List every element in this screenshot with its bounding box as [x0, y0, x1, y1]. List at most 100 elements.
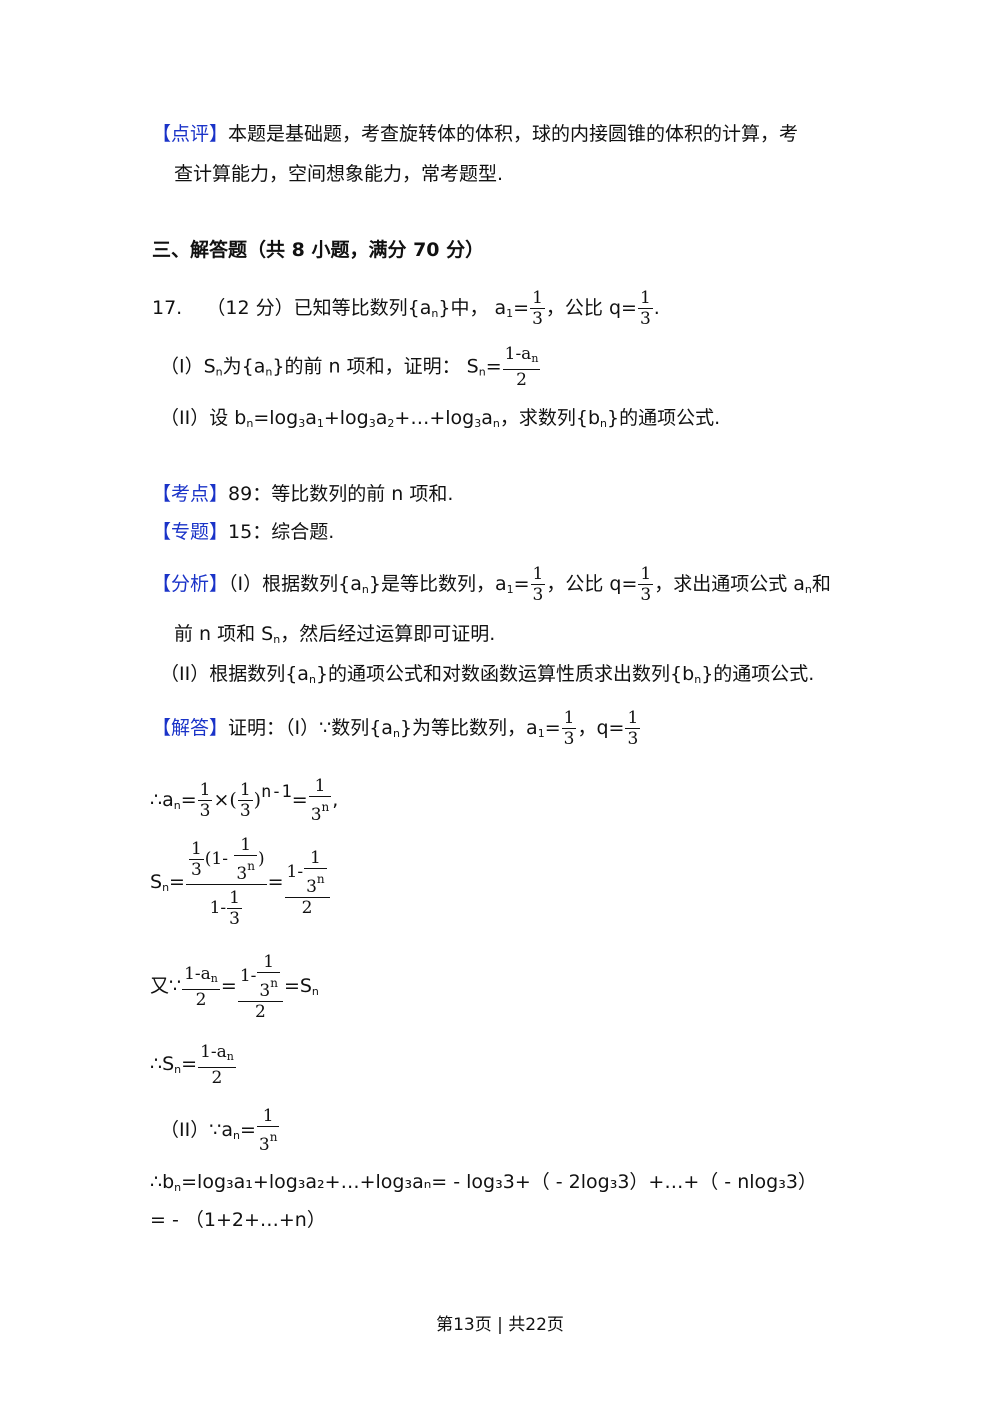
sup-n: n	[270, 975, 278, 990]
eq-sign: =	[291, 789, 308, 811]
kaodian-line: 【考点】89：等比数列的前 n 项和.	[152, 482, 453, 506]
s-symbol: S	[466, 355, 479, 378]
frac-num: 1	[240, 834, 252, 855]
sub-n: n	[162, 881, 170, 894]
paren-right: )	[257, 848, 265, 869]
seq-close: }	[607, 407, 620, 429]
seq-close: }	[368, 573, 381, 595]
therefore-sign: ∴	[150, 1171, 163, 1193]
jieda-text-b: 为等比数列，	[412, 717, 527, 739]
frac-den: 3n	[257, 971, 280, 1001]
problem-score: （12 分）	[206, 297, 294, 319]
problem-stem-mid: 中，	[450, 297, 489, 319]
frac-num: 1	[309, 847, 321, 868]
base-3: 3	[258, 1135, 270, 1155]
seq-close: }	[272, 355, 285, 378]
sub-1: 1	[537, 727, 545, 740]
frac-num: 1	[239, 780, 251, 800]
review-line-1: 【点评】本题是基础题，考查旋转体的体积，球的内接圆锥的体积的计算，考	[152, 122, 798, 146]
sup-n: n	[247, 858, 255, 873]
frac-den: 3n	[308, 796, 332, 825]
fenxi-text-3b: 的通项公式和对数函数运算性质求出数列	[328, 663, 671, 685]
sub-2: 2	[387, 417, 395, 430]
sub-1: 1	[316, 417, 324, 430]
fenxi-text-2: 前 n 项和 S	[174, 623, 274, 645]
seq-a-open: {a	[407, 297, 432, 319]
fenxi-text-b: 是等比数列，	[380, 573, 495, 595]
review-line-2: 查计算能力，空间想象能力，常考题型.	[174, 162, 503, 186]
eq-sign: =	[239, 1119, 256, 1141]
sub-n: n	[600, 417, 608, 430]
review-text-2: 查计算能力，空间想象能力，常考题型.	[174, 163, 504, 185]
part1-label: （I）	[160, 355, 204, 378]
section-title: 三、解答题（共 8 小题，满分 70 分）	[152, 239, 485, 261]
frac-den: 2	[198, 1066, 236, 1088]
seq-a-open: {a	[241, 355, 266, 378]
sub-3: 3	[298, 417, 306, 430]
sup-n: n	[269, 1130, 278, 1144]
part2-proof-label: （II）	[160, 1119, 210, 1141]
a1-symbol: a	[494, 573, 507, 595]
s-symbol: S	[299, 975, 312, 997]
frac-den: 3	[637, 308, 653, 329]
fenxi-text-a: （I）根据数列	[228, 573, 339, 595]
seq-a-open: {a	[285, 663, 309, 685]
frac-den: 3n	[234, 854, 257, 884]
review-tag: 【点评】	[152, 123, 229, 145]
frac-num: 1	[263, 951, 275, 972]
s-symbol: S	[150, 871, 163, 893]
sub-1: 1	[506, 583, 514, 596]
times-sign: ×	[213, 789, 230, 811]
frac-den: 2	[284, 896, 330, 918]
frac-num: 1	[563, 708, 575, 728]
jieda-text-c: ，q=	[577, 717, 625, 739]
frac-den: 2	[182, 988, 220, 1010]
sub-n: n	[226, 1049, 234, 1063]
eq-sign: =	[513, 573, 530, 595]
paren-left: (	[229, 789, 237, 811]
fenxi-line-2: 前 n 项和 Sn，然后经过运算即可证明.	[174, 622, 495, 652]
eq-sign: =	[169, 871, 185, 893]
eq-sign: =	[544, 717, 561, 739]
frac-den: 3	[197, 800, 213, 821]
sup-n: n	[316, 871, 325, 886]
s-symbol: S	[162, 1053, 175, 1075]
part2-text-a: 设 b	[209, 407, 247, 429]
fenxi-text-2b: ，然后经过运算即可证明.	[280, 623, 496, 645]
sub-n: n	[308, 673, 316, 686]
seq-close: }	[438, 297, 451, 319]
sub-n: n	[265, 365, 273, 379]
fenxi-text-d: ，求出通项公式 a	[654, 573, 805, 595]
sub-n: n	[804, 583, 812, 596]
frac-den: 2	[237, 1000, 283, 1022]
eq-sign: =	[513, 297, 530, 319]
part2-text-d: 的通项公式.	[619, 407, 721, 429]
sub-n: n	[431, 307, 439, 320]
fenxi-text-c: ，公比 q=	[546, 573, 638, 595]
eq-sign: =	[267, 871, 284, 893]
frac-den: 3n	[304, 867, 327, 897]
eq-sign: =	[180, 789, 197, 811]
sup-n: n	[321, 800, 330, 814]
fenxi-line-3: （II）根据数列{an}的通项公式和对数函数运算性质求出数列{bn}的通项公式.	[160, 662, 814, 692]
sub-n: n	[174, 1181, 182, 1194]
